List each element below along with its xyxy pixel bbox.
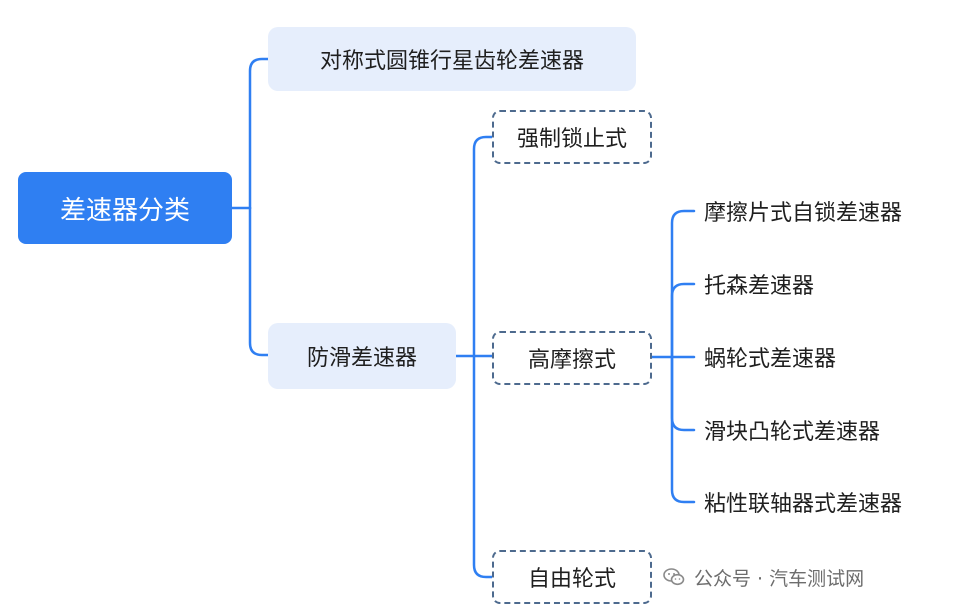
watermark: 公众号 · 汽车测试网: [662, 560, 864, 594]
leaf-node-slider-cam[interactable]: 滑块凸轮式差速器: [704, 420, 881, 445]
leaf-node-friction-plate[interactable]: 摩擦片式自锁差速器: [704, 201, 903, 226]
connector-root-to-branch-1: [248, 57, 270, 210]
connector-sub2-to-leaf-3: [670, 355, 696, 432]
connector-root-to-branch-2: [248, 206, 270, 357]
sub-node-high-friction[interactable]: 高摩擦式: [492, 331, 652, 385]
branch-node-limited-slip[interactable]: 防滑差速器: [268, 323, 456, 389]
root-node[interactable]: 差速器分类: [18, 172, 232, 244]
leaf-node-worm-gear[interactable]: 蜗轮式差速器: [704, 347, 837, 372]
connector-sub2-to-leaf-4: [670, 355, 696, 504]
sub-node-freewheel[interactable]: 自由轮式: [492, 550, 652, 604]
connector-sub2-to-leaf-0: [670, 209, 696, 359]
wechat-icon: [663, 568, 685, 586]
leaf-node-viscous-coupling[interactable]: 粘性联轴器式差速器: [704, 492, 903, 517]
connector-branch2-to-sub-3: [472, 354, 494, 579]
connector-branch2-to-sub-1: [472, 135, 494, 358]
sub-node-forced-locking[interactable]: 强制锁止式: [492, 110, 652, 164]
leaf-node-torsen[interactable]: 托森差速器: [704, 274, 815, 299]
watermark-text: 公众号 · 汽车测试网: [694, 567, 865, 590]
connector-sub2-to-leaf-1: [670, 282, 696, 359]
branch-node-symmetric-bevel-gear[interactable]: 对称式圆锥行星齿轮差速器: [268, 27, 636, 91]
